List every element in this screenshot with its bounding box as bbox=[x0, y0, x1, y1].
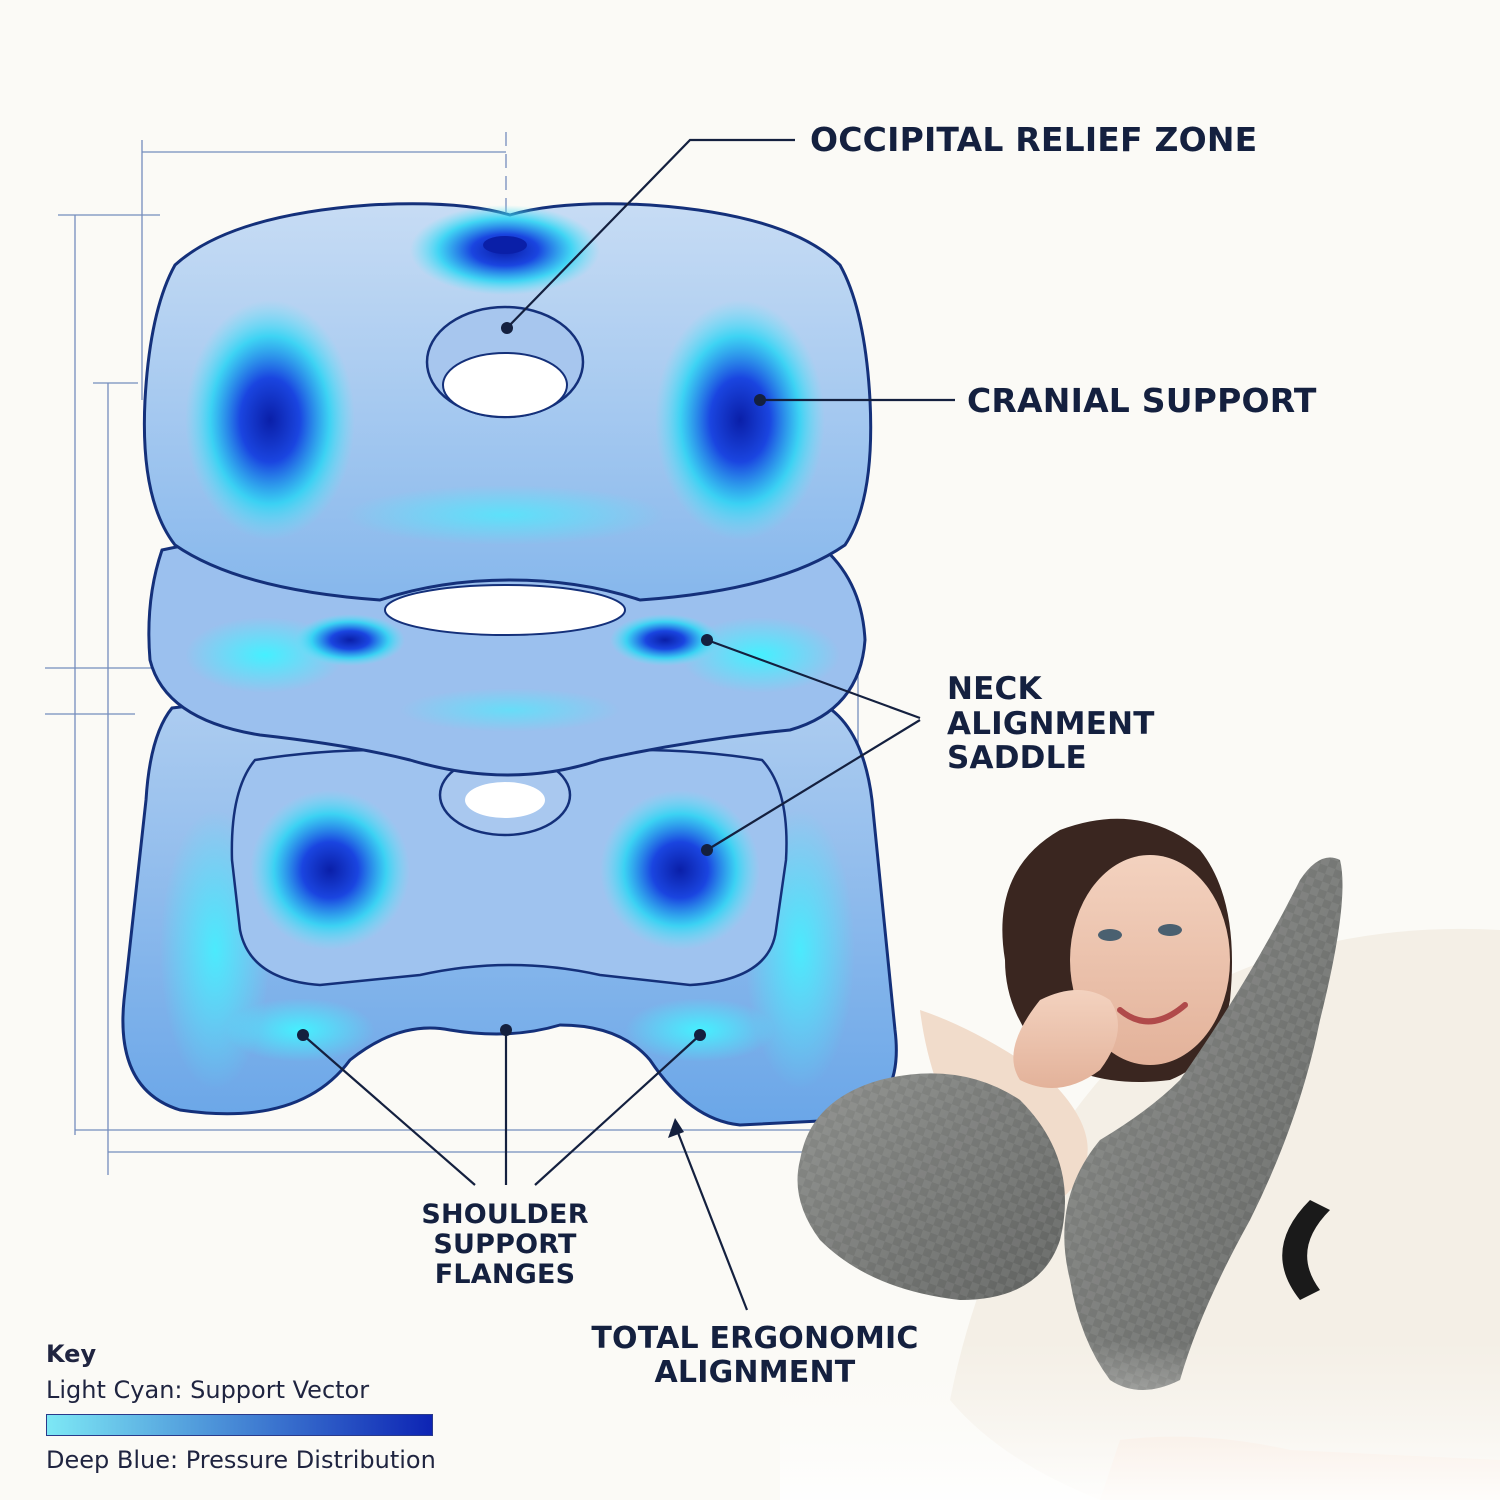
leader-lines bbox=[302, 138, 955, 1311]
color-key: Key Light Cyan: Support Vector Deep Blue… bbox=[46, 1340, 486, 1474]
key-entry-support-vector: Light Cyan: Support Vector bbox=[46, 1376, 370, 1404]
key-title: Key bbox=[46, 1340, 97, 1368]
shoulder-support-flanges-label: SHOULDER SUPPORT FLANGES bbox=[421, 1199, 589, 1291]
model-photo bbox=[780, 818, 1500, 1500]
arrow-up-icon bbox=[668, 1118, 684, 1138]
dimension-lines bbox=[45, 132, 930, 1185]
key-gradient-bar bbox=[46, 1414, 433, 1436]
occipital-relief-zone-label: OCCIPITAL RELIEF ZONE bbox=[810, 120, 1258, 159]
cranial-support-label: CRANIAL SUPPORT bbox=[967, 381, 1317, 420]
leader-dots bbox=[297, 322, 766, 1041]
key-entry-pressure-distribution: Deep Blue: Pressure Distribution bbox=[46, 1446, 436, 1474]
inner-cushion bbox=[230, 748, 788, 987]
neck-alignment-saddle-label: NECK ALIGNMENT SADDLE bbox=[947, 671, 1155, 777]
total-ergonomic-alignment-label: TOTAL ERGONOMIC ALIGNMENT bbox=[591, 1321, 919, 1390]
top-cushion bbox=[142, 202, 873, 636]
